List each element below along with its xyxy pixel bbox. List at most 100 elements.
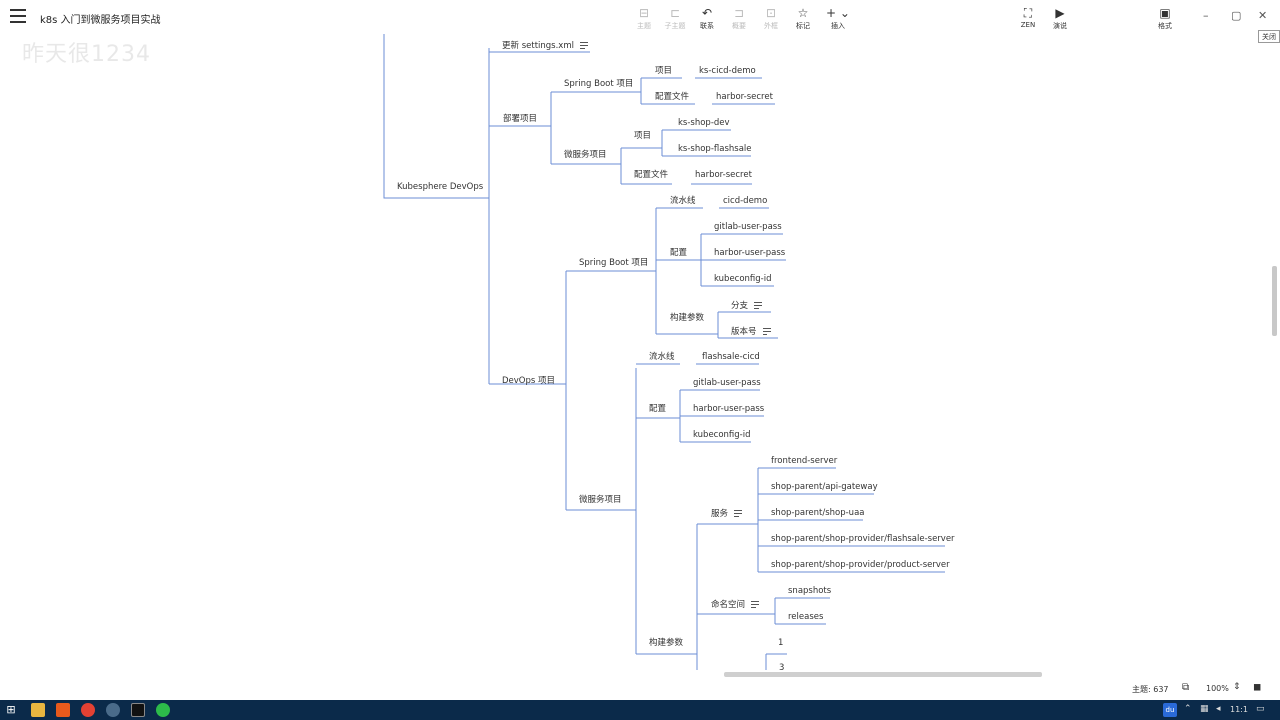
node-deploy-sb-project-value[interactable]: ks-cicd-demo: [699, 66, 756, 76]
tray-expand-icon[interactable]: ⌃: [1184, 704, 1192, 714]
node-devops-sb-param-2[interactable]: 版本号: [731, 326, 771, 338]
node-devops-sb-config-1[interactable]: gitlab-user-pass: [714, 222, 782, 232]
zen-icon: ⛶: [1023, 6, 1033, 20]
toolbar-insert-button[interactable]: + ⌄插入: [818, 6, 858, 31]
windows-taskbar: ⊞ du ⌃ ▦ ◂ 11:1 ▭: [0, 700, 1280, 720]
node-service-3[interactable]: shop-parent/shop-uaa: [771, 508, 865, 518]
intellij-icon[interactable]: [131, 703, 145, 717]
node-devops-micro-config-3[interactable]: kubeconfig-id: [693, 430, 751, 440]
chrome-icon[interactable]: [81, 703, 95, 717]
fullscreen-icon[interactable]: ◼: [1253, 682, 1262, 693]
node-namespace-2[interactable]: releases: [788, 612, 824, 622]
subtopic-icon: ⊏: [669, 6, 681, 20]
toolbar-subtopic-button[interactable]: ⊏子主题: [655, 6, 695, 31]
horizontal-scrollbar[interactable]: [724, 672, 1042, 677]
node-deploy-sb-config[interactable]: 配置文件: [655, 92, 690, 102]
node-devops-micro-config-2[interactable]: harbor-user-pass: [693, 404, 765, 414]
toolbar-present-button[interactable]: ▶演说: [1040, 6, 1080, 31]
node-deploy-micro[interactable]: 微服务项目: [564, 150, 607, 160]
node-devops-micro-services[interactable]: 服务: [711, 508, 743, 520]
obs-icon[interactable]: [106, 703, 120, 717]
topic-icon: ⊟: [638, 6, 650, 20]
node-devops-sb-params[interactable]: 构建参数: [670, 313, 705, 323]
network-icon[interactable]: ▦: [1200, 704, 1209, 714]
node-devops-sb-config-3[interactable]: kubeconfig-id: [714, 274, 772, 284]
note-icon: [751, 599, 760, 610]
menu-icon[interactable]: [10, 9, 26, 23]
node-service-2[interactable]: shop-parent/api-gateway: [771, 482, 878, 492]
node-devops-sb-config[interactable]: 配置: [670, 248, 688, 258]
document-title: k8s 入门到微服务项目实战: [40, 15, 161, 26]
node-service-5[interactable]: shop-parent/shop-provider/product-server: [771, 560, 950, 570]
node-devops-micro-config[interactable]: 配置: [649, 404, 667, 414]
windows-start-icon[interactable]: ⊞: [6, 703, 16, 716]
outline-icon[interactable]: ⧉: [1182, 682, 1190, 693]
node-devops-sb-config-2[interactable]: harbor-user-pass: [714, 248, 786, 258]
toolbar-format-button[interactable]: ▣格式: [1145, 6, 1185, 31]
node-devops-micro-params[interactable]: 构建参数: [649, 638, 684, 648]
toolbar-topic-button[interactable]: ⊟主题: [624, 6, 664, 31]
node-devops-micro-pipeline[interactable]: 流水线: [649, 352, 675, 362]
node-value-2[interactable]: 3: [779, 663, 785, 670]
relationship-icon: ↶: [701, 6, 713, 20]
node-deploy-micro-project[interactable]: 项目: [634, 131, 652, 141]
node-devops[interactable]: DevOps 项目: [502, 376, 556, 386]
node-namespace-1[interactable]: snapshots: [788, 586, 832, 596]
zoom-level[interactable]: 100%: [1206, 684, 1229, 693]
toolbar-zen-button[interactable]: ⛶ZEN: [1008, 6, 1048, 29]
toolbar-relationship-button[interactable]: ↶联系: [687, 6, 727, 31]
present-icon: ▶: [1055, 6, 1065, 20]
vertical-scrollbar[interactable]: [1272, 266, 1277, 336]
node-devops-sb-param-1[interactable]: 分支: [731, 300, 763, 312]
toolbar-marker-button[interactable]: ☆标记: [783, 6, 823, 31]
watermark: 昨天很1234: [22, 42, 151, 67]
node-value-1[interactable]: 1: [778, 638, 784, 648]
node-devops-sb-pipeline[interactable]: 流水线: [670, 196, 696, 206]
node-deploy-sb-config-value[interactable]: harbor-secret: [716, 92, 773, 102]
node-update-settings[interactable]: 更新 settings.xml: [502, 40, 588, 52]
node-devops-micro[interactable]: 微服务项目: [579, 495, 622, 505]
topic-count: 主题: 637: [1132, 685, 1169, 694]
volume-icon[interactable]: ◂: [1216, 704, 1221, 714]
node-devops-micro-config-1[interactable]: gitlab-user-pass: [693, 378, 761, 388]
toolbar-boundary-button[interactable]: ⊡外框: [751, 6, 791, 31]
node-deploy-micro-project-2[interactable]: ks-shop-flashsale: [678, 144, 752, 154]
note-icon: [754, 300, 763, 311]
node-devops-micro-pipeline-value[interactable]: flashsale-cicd: [702, 352, 760, 362]
status-bar: 主题: 637 ⧉ 100% ⇕ ◼: [0, 678, 1280, 700]
node-devops-micro-namespace[interactable]: 命名空间: [711, 599, 760, 611]
maximize-icon[interactable]: ▢: [1231, 9, 1242, 22]
clock[interactable]: 11:1: [1230, 705, 1248, 714]
node-deploy-micro-config-value[interactable]: harbor-secret: [695, 170, 752, 180]
node-deploy-springboot[interactable]: Spring Boot 项目: [564, 79, 634, 89]
node-deploy-micro-project-1[interactable]: ks-shop-dev: [678, 118, 730, 128]
star-icon: ☆: [797, 6, 809, 20]
wechat-icon[interactable]: [156, 703, 170, 717]
node-devops-springboot[interactable]: Spring Boot 项目: [579, 258, 649, 268]
note-icon: [579, 40, 588, 51]
node-deploy-micro-config[interactable]: 配置文件: [634, 170, 669, 180]
mindmap-canvas[interactable]: Kubesphere DevOps 更新 settings.xml 部署项目 D…: [0, 34, 1270, 670]
note-icon: [734, 508, 743, 519]
summary-icon: ⊐: [733, 6, 745, 20]
boundary-icon: ⊡: [765, 6, 777, 20]
node-root[interactable]: Kubesphere DevOps: [397, 182, 484, 192]
note-icon: [762, 326, 771, 337]
node-devops-sb-pipeline-value[interactable]: cicd-demo: [723, 196, 768, 206]
ime-badge[interactable]: du: [1163, 703, 1177, 717]
close-icon[interactable]: ✕: [1258, 9, 1268, 22]
node-service-4[interactable]: shop-parent/shop-provider/flashsale-serv…: [771, 534, 955, 544]
zoom-stepper-icon[interactable]: ⇕: [1233, 682, 1241, 692]
node-service-1[interactable]: frontend-server: [771, 456, 838, 466]
toolbar-summary-button[interactable]: ⊐概要: [719, 6, 759, 31]
node-deploy[interactable]: 部署项目: [503, 114, 538, 124]
plus-icon: + ⌄: [826, 6, 850, 20]
node-deploy-sb-project[interactable]: 项目: [655, 66, 673, 76]
xmind-icon[interactable]: [56, 703, 70, 717]
format-icon: ▣: [1159, 6, 1171, 20]
mindmap-connectors: [383, 34, 945, 670]
notification-icon[interactable]: ▭: [1256, 704, 1265, 714]
title-bar: k8s 入门到微服务项目实战 ⊟主题 ⊏子主题 ↶联系 ⊐概要 ⊡外框 ☆标记 …: [0, 0, 1280, 34]
minimize-icon[interactable]: –: [1203, 9, 1209, 22]
file-explorer-icon[interactable]: [31, 703, 45, 717]
